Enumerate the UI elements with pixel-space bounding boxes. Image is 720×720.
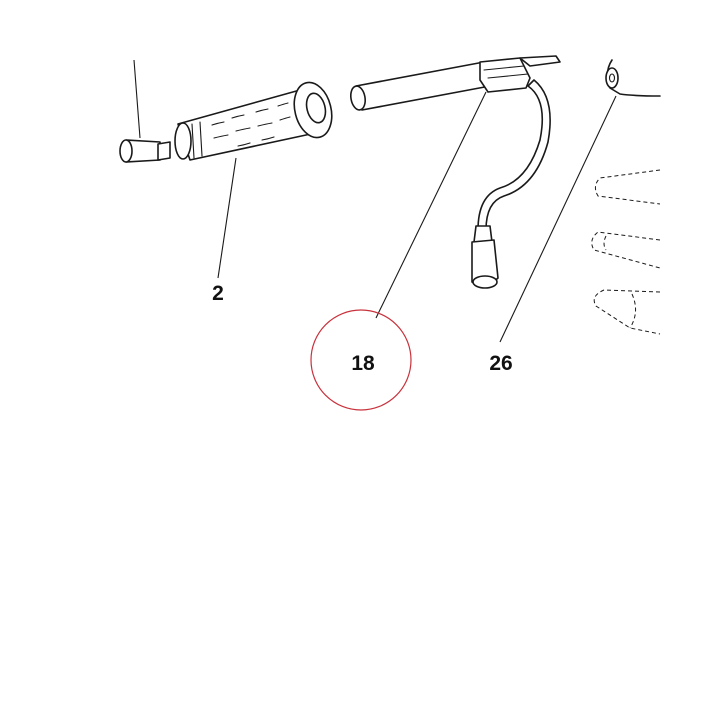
phantom-lever-outline — [591, 169, 661, 335]
switch-housing-assembly — [471, 55, 561, 289]
fastener-26 — [605, 59, 661, 97]
handlebar-grip — [174, 81, 333, 161]
callout-label-2: 2 — [212, 282, 224, 305]
bar-end-cap — [119, 139, 171, 163]
switch-leader-line — [375, 91, 487, 319]
grip-leader-line — [217, 157, 237, 279]
callout-highlight-circle — [310, 309, 412, 411]
fastener-leader-line — [499, 95, 617, 343]
callout-label-26: 26 — [489, 352, 512, 375]
callout-label-18: 18 — [351, 352, 375, 375]
handlebar-tube — [349, 61, 491, 111]
end-cap-leader-line — [133, 59, 141, 139]
